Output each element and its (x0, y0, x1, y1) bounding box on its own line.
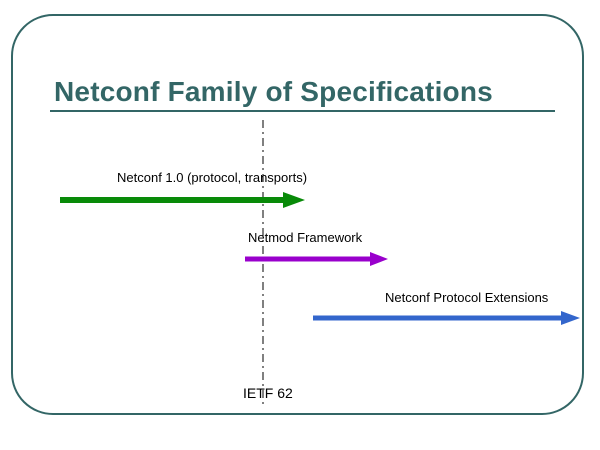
slide-frame (11, 14, 584, 415)
milestone-label-ietf-62: IETF 62 (243, 385, 293, 401)
arrow-netconf-protocol-extensions (313, 311, 580, 325)
arrow-netconf-1-0-head (283, 192, 305, 208)
label-netconf-protocol-extensions: Netconf Protocol Extensions (385, 290, 549, 305)
arrow-netmod-framework (245, 252, 388, 266)
slide-title: Netconf Family of Specifications (54, 76, 493, 107)
label-netmod-framework: Netmod Framework (248, 230, 363, 245)
arrow-netconf-1-0 (60, 192, 305, 208)
arrow-netconf-protocol-extensions-head (561, 311, 580, 325)
arrow-netmod-framework-head (370, 252, 388, 266)
label-netconf-1-0: Netconf 1.0 (protocol, transports) (117, 170, 308, 185)
title-underline (50, 110, 555, 112)
